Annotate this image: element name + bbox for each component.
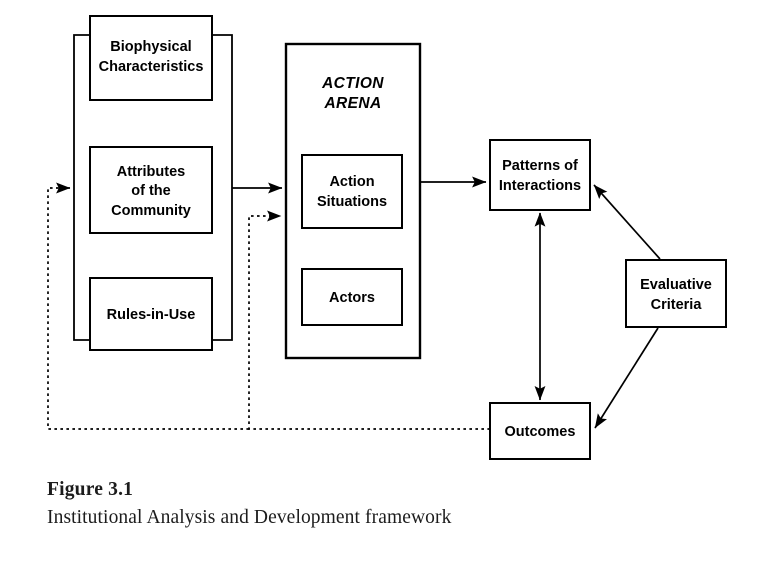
connector-evaluative-to-outcomes <box>594 327 659 429</box>
action-arena-title-line2: ARENA <box>323 95 381 112</box>
box-biophysical-characteristics[interactable]: Biophysical Characteristics <box>89 15 213 101</box>
patterns-label-line2: Interactions <box>499 178 581 194</box>
rules-in-use-label: Rules-in-Use <box>107 307 196 323</box>
biophysical-label-line1: Biophysical <box>110 39 191 55</box>
figure-caption-text: Institutional Analysis and Development f… <box>47 506 452 528</box>
action-arena-title-line1: ACTION <box>321 75 384 92</box>
connector-outcomes-feedback-to-arena <box>248 210 490 430</box>
action-situations-label-line1: Action <box>329 174 374 190</box>
figure-caption: Figure 3.1 Institutional Analysis and De… <box>47 478 727 530</box>
action-situations-label-line2: Situations <box>317 194 387 210</box>
box-patterns-of-interactions[interactable]: Patterns of Interactions <box>489 139 591 211</box>
box-action-arena[interactable]: ACTION ARENA <box>284 42 422 360</box>
outcomes-label: Outcomes <box>505 424 576 440</box>
box-attributes-of-the-community[interactable]: Attributes of the Community <box>89 146 213 234</box>
box-actors[interactable]: Actors <box>301 268 403 326</box>
box-rules-in-use[interactable]: Rules-in-Use <box>89 277 213 351</box>
figure-caption-label: Figure 3.1 <box>47 479 134 500</box>
patterns-label-line1: Patterns of <box>502 158 578 174</box>
box-evaluative-criteria[interactable]: Evaluative Criteria <box>625 259 727 328</box>
box-outcomes[interactable]: Outcomes <box>489 402 591 460</box>
evaluative-label-line1: Evaluative <box>640 277 712 293</box>
attributes-label-line2: of the <box>131 183 170 199</box>
attributes-label-line1: Attributes <box>117 164 185 180</box>
biophysical-label-line2: Characteristics <box>99 59 204 75</box>
box-action-situations[interactable]: Action Situations <box>301 154 403 229</box>
evaluative-label-line2: Criteria <box>651 297 703 313</box>
actors-label: Actors <box>329 290 375 306</box>
attributes-label-line3: Community <box>111 203 191 219</box>
connector-evaluative-to-patterns <box>593 184 661 260</box>
